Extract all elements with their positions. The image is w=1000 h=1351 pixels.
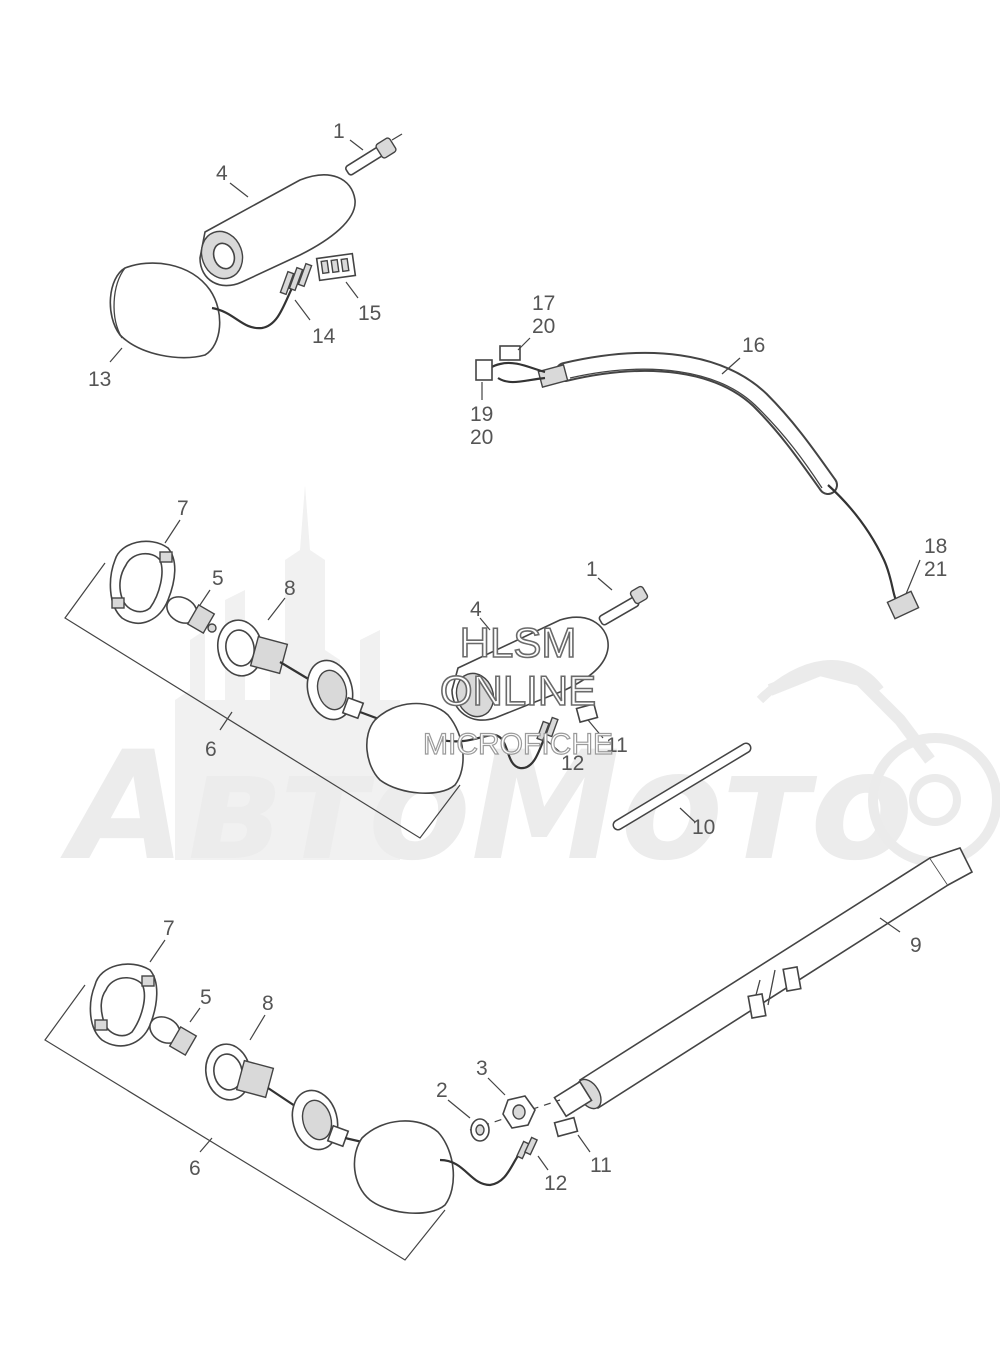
callout-11-bot: 11 bbox=[590, 1154, 612, 1177]
callout-1-top: 1 bbox=[333, 120, 345, 143]
callout-17: 17 bbox=[532, 292, 555, 315]
callout-20-upper: 20 bbox=[532, 315, 555, 338]
watermark-online: ONLINE bbox=[440, 667, 596, 714]
bulb-mid bbox=[166, 596, 217, 634]
bolt-mid bbox=[598, 585, 649, 626]
callout-13: 13 bbox=[88, 368, 111, 391]
socket-mid bbox=[216, 619, 311, 681]
callout-10: 10 bbox=[692, 816, 715, 839]
hlsm-watermark: HLSM ONLINE MICROFICHE bbox=[422, 618, 613, 761]
callout-21: 21 bbox=[924, 558, 947, 581]
callout-5-bot: 5 bbox=[200, 986, 212, 1009]
lens-top bbox=[109, 262, 221, 359]
grommet-bot bbox=[291, 1089, 376, 1151]
callout-15: 15 bbox=[358, 302, 381, 325]
callout-7-mid: 7 bbox=[177, 497, 189, 520]
callout-7-bot: 7 bbox=[163, 917, 175, 940]
callout-20-lower: 20 bbox=[470, 426, 493, 449]
callout-18: 18 bbox=[924, 535, 947, 558]
watermark-hlsm: HLSM bbox=[460, 619, 577, 666]
callout-11-mid: 11 bbox=[606, 734, 628, 757]
connector-bot bbox=[553, 1116, 579, 1138]
callout-9: 9 bbox=[910, 934, 922, 957]
top-lamp-assembly bbox=[109, 133, 403, 359]
callout-12-bot: 12 bbox=[544, 1172, 567, 1195]
callout-16: 16 bbox=[742, 334, 765, 357]
lens-mid bbox=[365, 702, 550, 794]
callout-3: 3 bbox=[476, 1057, 488, 1080]
leader-lines bbox=[109, 139, 921, 1171]
socket-bot bbox=[204, 1043, 299, 1109]
callout-6-mid: 6 bbox=[205, 738, 217, 761]
terminals-top bbox=[279, 262, 313, 296]
housing-mid bbox=[451, 616, 609, 721]
callout-labels: 1 4 13 14 15 17 20 16 19 20 18 21 7 5 8 … bbox=[88, 120, 947, 1195]
callout-1-mid: 1 bbox=[586, 558, 598, 581]
callout-2: 2 bbox=[436, 1079, 448, 1102]
connector-top bbox=[315, 252, 357, 282]
mounting-bar bbox=[469, 847, 974, 1131]
callout-4-mid: 4 bbox=[470, 598, 482, 621]
middle-lamp-assembly bbox=[64, 540, 649, 839]
tube bbox=[612, 742, 752, 831]
lens-bot bbox=[353, 1120, 539, 1214]
watermark-microfiche: MICROFICHE bbox=[423, 728, 613, 761]
callout-8-bot: 8 bbox=[262, 992, 274, 1015]
callout-5-mid: 5 bbox=[212, 567, 224, 590]
callout-14: 14 bbox=[312, 325, 336, 348]
callout-4-top: 4 bbox=[216, 162, 228, 185]
callout-19: 19 bbox=[470, 403, 493, 426]
wire-harness bbox=[475, 345, 920, 620]
bottom-lamp-assembly bbox=[44, 963, 579, 1261]
callout-8-mid: 8 bbox=[284, 577, 296, 600]
trim-ring-bot bbox=[89, 963, 158, 1047]
callout-12-mid: 12 bbox=[561, 752, 584, 775]
trim-ring-mid bbox=[109, 540, 176, 624]
housing-top bbox=[199, 174, 356, 287]
nut bbox=[502, 1095, 536, 1129]
brand-watermark-text: АвтоМото bbox=[60, 720, 913, 894]
bulb-bot bbox=[149, 1016, 198, 1056]
callout-6-bot: 6 bbox=[189, 1157, 201, 1180]
bolt-top bbox=[345, 133, 403, 176]
